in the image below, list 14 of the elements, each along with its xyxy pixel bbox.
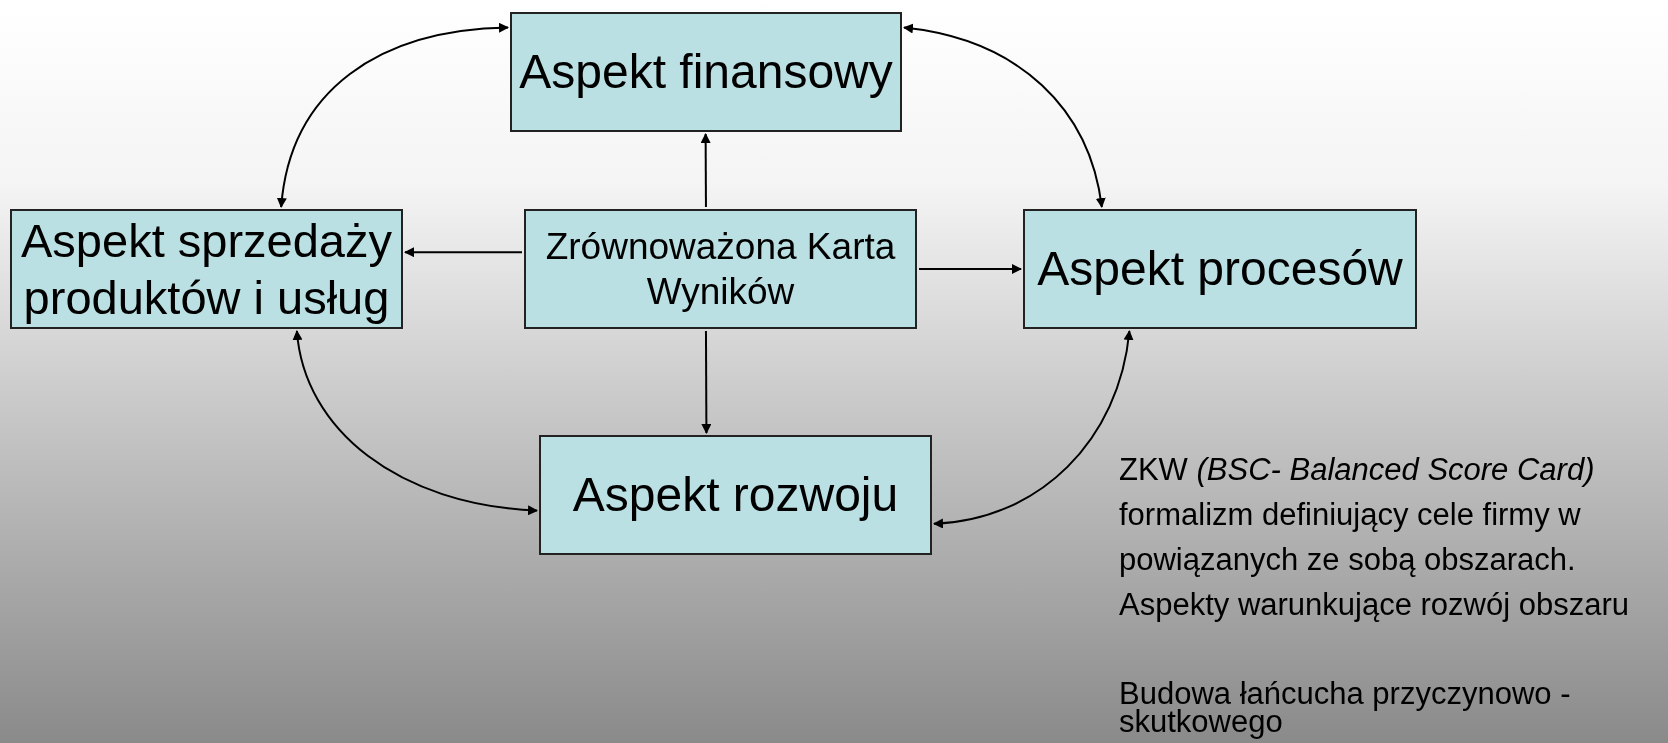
process-box: Aspekt rozwoju — [539, 435, 932, 555]
arrow — [293, 330, 538, 515]
process-box: Zrównoważona Karta Wyników — [524, 209, 917, 329]
arrow — [700, 133, 711, 208]
arrow — [404, 247, 523, 258]
arrow — [903, 24, 1106, 208]
arrow — [933, 330, 1133, 528]
note-text: ZKW (BSC- Balanced Score Card) formalizm definiujący cele firmy w powiązanych ze sobą obszarach. Aspekty warunkujące rozwój obszaru — [1119, 451, 1631, 624]
process-box: Aspekt procesów — [1023, 209, 1417, 329]
process-box: Aspekt sprzedaży produktów i usług — [10, 209, 403, 329]
arrow — [701, 330, 712, 434]
arrow — [277, 23, 509, 208]
arrow — [918, 264, 1022, 274]
process-box: Aspekt finansowy — [510, 12, 902, 132]
